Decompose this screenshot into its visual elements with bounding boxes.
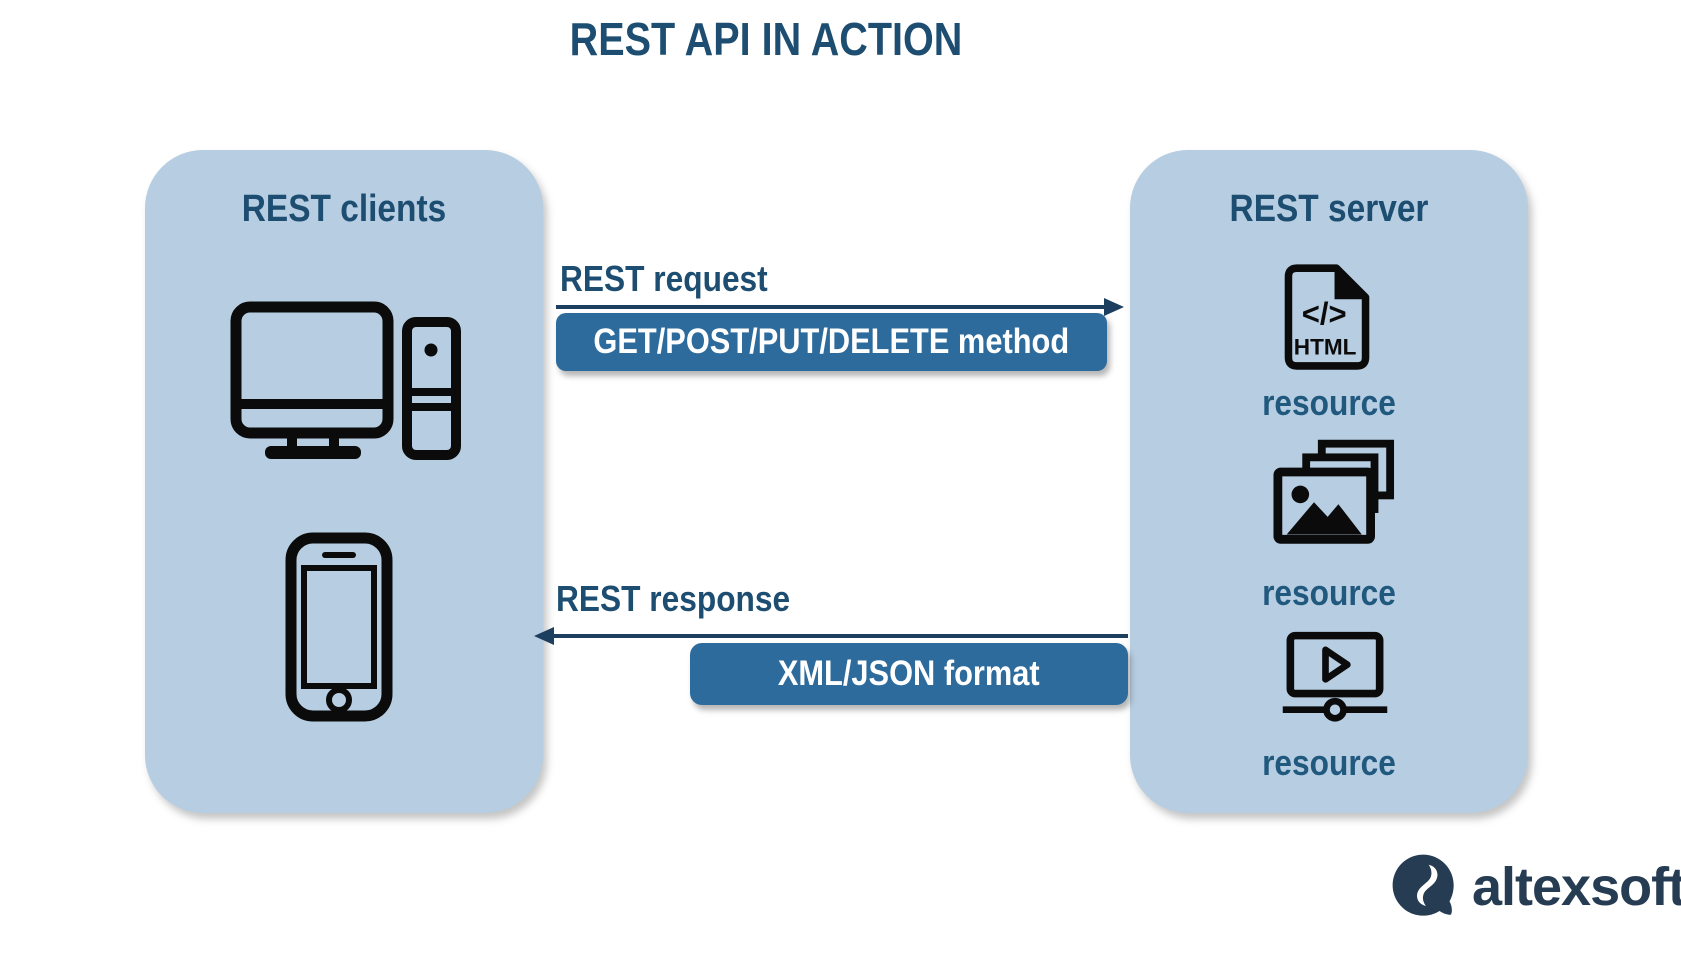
response-arrow-head-icon bbox=[534, 627, 554, 645]
altexsoft-logo-icon bbox=[1392, 854, 1454, 916]
desktop-computer-icon bbox=[230, 301, 461, 460]
request-arrow-line bbox=[556, 305, 1105, 309]
response-label: REST response bbox=[556, 578, 791, 619]
html-icon-type-text: HTML bbox=[1294, 335, 1357, 360]
html-file-icon: </> HTML bbox=[1284, 264, 1370, 370]
server-panel: REST server </> HTML resource resource bbox=[1130, 150, 1528, 813]
page-title: REST API IN ACTION bbox=[569, 13, 963, 65]
request-label: REST request bbox=[560, 258, 768, 299]
altexsoft-logo: altexsoft bbox=[1388, 850, 1681, 924]
request-method-badge: GET/POST/PUT/DELETE method bbox=[556, 313, 1107, 371]
smartphone-icon bbox=[285, 532, 393, 722]
server-panel-title: REST server bbox=[1229, 188, 1429, 230]
html-icon-code-text: </> bbox=[1302, 297, 1347, 332]
resource-label: resource bbox=[1262, 742, 1396, 783]
images-icon bbox=[1273, 439, 1395, 544]
resource-label: resource bbox=[1262, 572, 1396, 613]
clients-panel-title: REST clients bbox=[241, 188, 447, 230]
response-arrow-line bbox=[552, 634, 1128, 638]
clients-panel: REST clients bbox=[145, 150, 543, 813]
video-player-icon bbox=[1282, 631, 1388, 722]
response-format-badge: XML/JSON format bbox=[690, 643, 1128, 705]
resource-label: resource bbox=[1262, 382, 1396, 423]
response-badge-text: XML/JSON format bbox=[778, 654, 1040, 693]
altexsoft-logo-wordmark: altexsoft bbox=[1472, 857, 1681, 917]
request-arrow-head-icon bbox=[1104, 298, 1124, 316]
request-badge-text: GET/POST/PUT/DELETE method bbox=[593, 322, 1070, 361]
